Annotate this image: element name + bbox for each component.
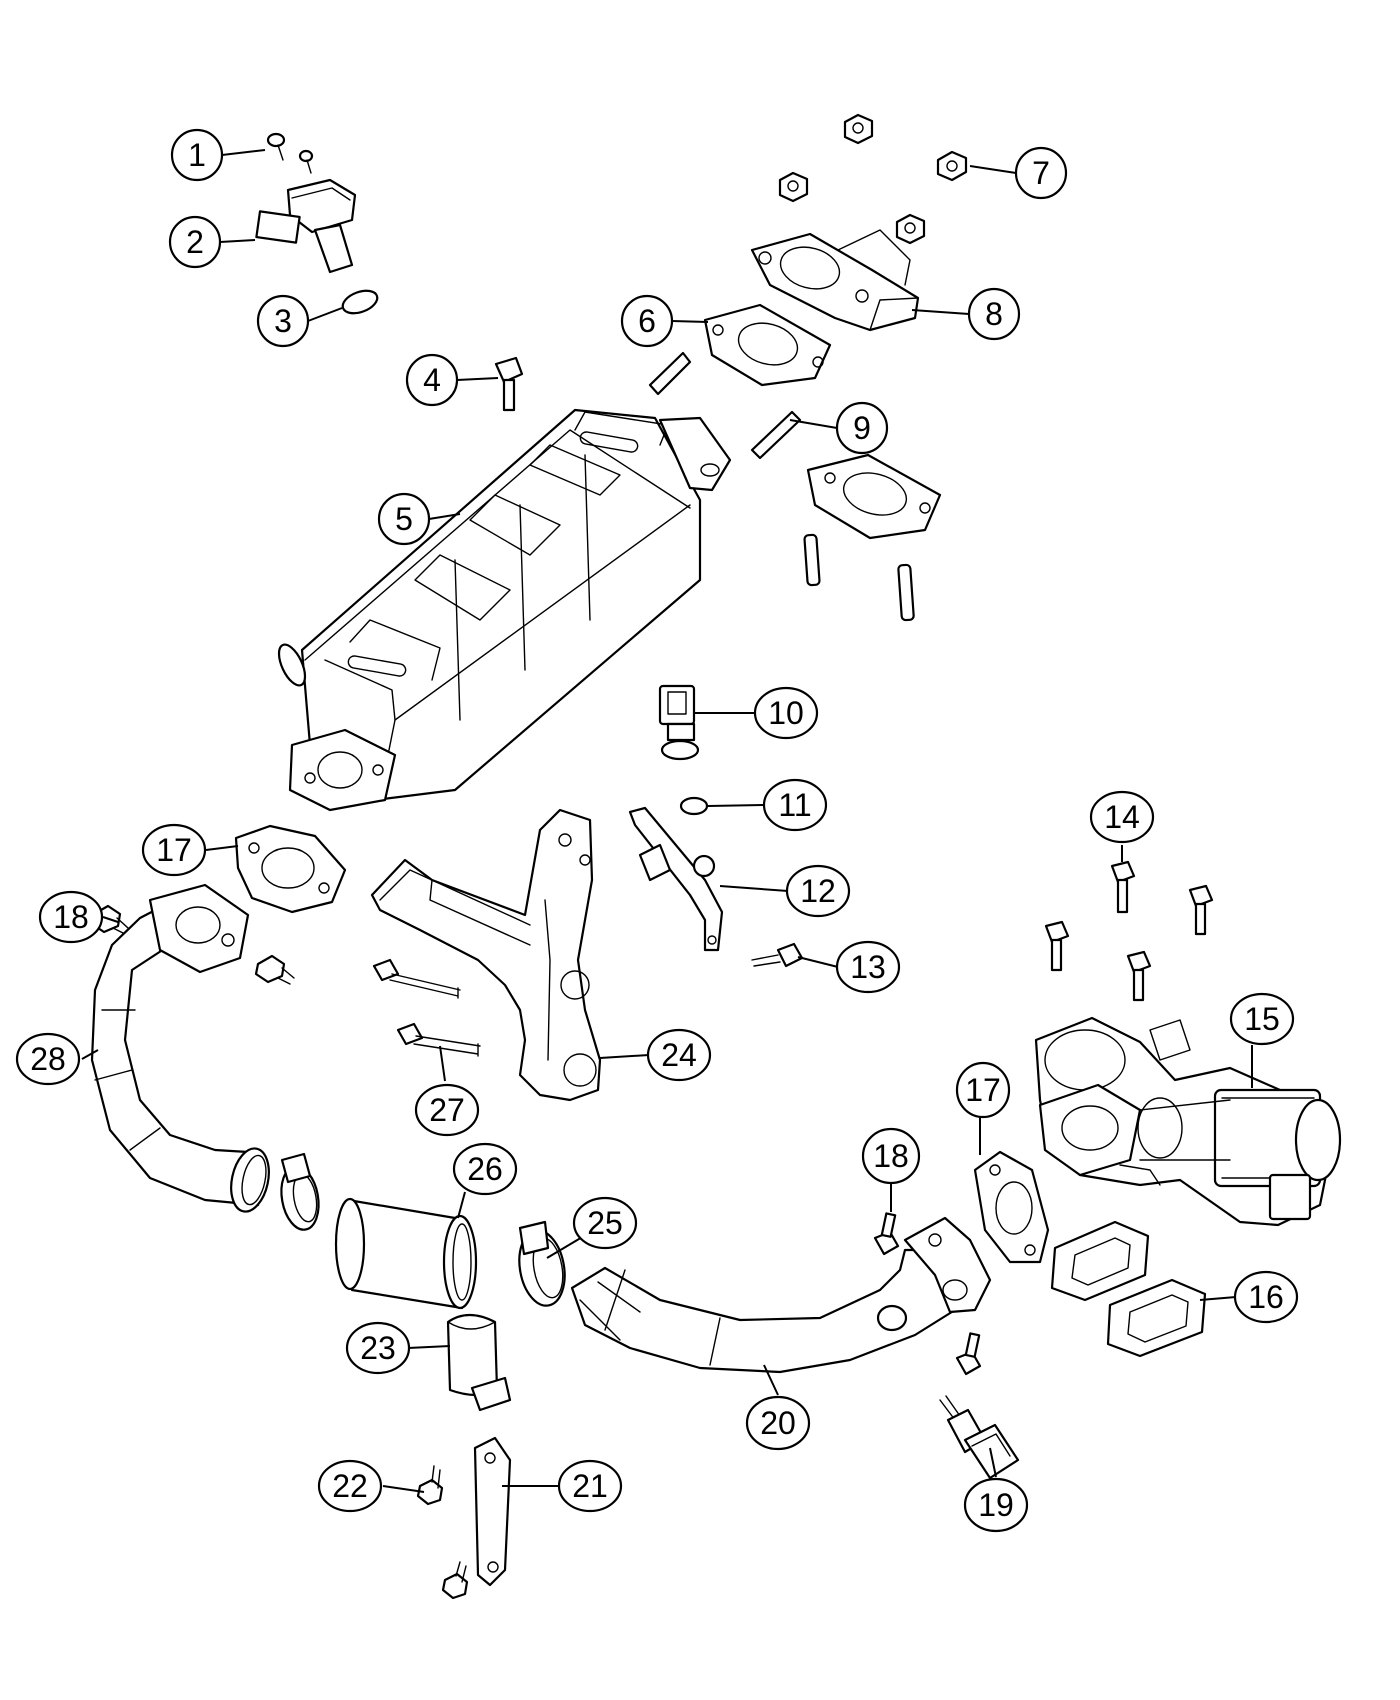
part-12-bracket (628, 806, 724, 952)
svg-text:15: 15 (1244, 1001, 1280, 1037)
svg-text:17: 17 (965, 1072, 1001, 1108)
svg-text:27: 27 (429, 1092, 465, 1128)
callout-1: 1 (170, 128, 224, 182)
svg-text:3: 3 (274, 303, 292, 339)
svg-text:11: 11 (778, 787, 811, 823)
callout-3: 3 (256, 294, 310, 348)
part-8-flange (750, 229, 920, 332)
callout-10: 10 (753, 686, 819, 740)
part-28-elbow-pipe (90, 883, 270, 1213)
callout-15: 15 (1229, 992, 1295, 1046)
callout-12: 12 (785, 864, 851, 918)
svg-text:19: 19 (978, 1487, 1014, 1523)
part-7-nuts (778, 113, 968, 245)
callout-6: 6 (620, 294, 674, 348)
part-9-dowels (648, 351, 942, 622)
callout-17-lower: 17 (955, 1061, 1011, 1119)
svg-text:26: 26 (467, 1151, 503, 1187)
callout-19: 19 (963, 1477, 1029, 1533)
svg-text:7: 7 (1032, 155, 1050, 191)
part-15-egr-valve (1034, 1016, 1342, 1227)
part-4-bolt (494, 356, 524, 412)
callout-28: 28 (15, 1032, 81, 1086)
part-22-bolts (416, 1465, 469, 1600)
part-17-gasket-lower (973, 1150, 1050, 1264)
callout-7: 7 (1014, 146, 1068, 200)
callout-8: 8 (967, 287, 1021, 341)
callout-16: 16 (1233, 1270, 1299, 1324)
svg-text:20: 20 (760, 1405, 796, 1441)
svg-text:22: 22 (332, 1468, 368, 1504)
svg-text:17: 17 (156, 832, 192, 868)
part-13-bolt (751, 942, 804, 968)
svg-text:10: 10 (768, 695, 804, 731)
svg-text:9: 9 (853, 410, 871, 446)
callout-17-upper: 17 (141, 823, 207, 877)
callout-25: 25 (572, 1196, 638, 1250)
callout-5: 5 (377, 492, 431, 546)
callout-9: 9 (835, 401, 889, 455)
callout-21: 21 (557, 1459, 623, 1513)
svg-text:24: 24 (661, 1037, 697, 1073)
svg-text:25: 25 (587, 1205, 623, 1241)
part-23-clamp (446, 1313, 512, 1412)
part-24-bracket (370, 808, 602, 1102)
svg-text:18: 18 (873, 1138, 909, 1174)
svg-text:5: 5 (395, 501, 413, 537)
part-2-sensor (255, 178, 357, 274)
svg-text:21: 21 (572, 1468, 608, 1504)
callout-24: 24 (646, 1028, 712, 1082)
part-6-gasket (703, 303, 832, 387)
callout-22: 22 (317, 1459, 383, 1513)
svg-text:2: 2 (186, 224, 204, 260)
svg-text:13: 13 (850, 949, 886, 985)
part-27-long-bolts (372, 958, 481, 1057)
part-18-bolts-lower (873, 1212, 982, 1376)
callout-26: 26 (452, 1142, 518, 1196)
part-20-egr-tube (570, 1216, 992, 1374)
svg-text:12: 12 (800, 873, 836, 909)
part-14-bolts (1044, 860, 1214, 1002)
part-21-strap (473, 1436, 512, 1587)
part-hose-clamp-upper (280, 1152, 320, 1231)
svg-text:8: 8 (985, 296, 1003, 332)
svg-text:6: 6 (638, 303, 656, 339)
part-10-pressure-sensor (658, 684, 700, 761)
callout-23: 23 (345, 1321, 411, 1375)
svg-text:4: 4 (423, 362, 441, 398)
part-1-screws (266, 132, 314, 174)
part-26-coupling-hose (334, 1197, 478, 1310)
part-11-o-ring (679, 796, 709, 816)
callout-2: 2 (168, 215, 222, 269)
part-16-gaskets (1050, 1220, 1207, 1358)
svg-text:1: 1 (188, 137, 206, 173)
callout-13: 13 (835, 940, 901, 994)
svg-text:28: 28 (30, 1041, 66, 1077)
part-3-o-ring (341, 289, 379, 315)
callout-18-lower: 18 (861, 1127, 921, 1185)
part-19-temp-sensor (939, 1395, 1020, 1480)
svg-text:18: 18 (53, 899, 89, 935)
svg-text:14: 14 (1104, 799, 1140, 835)
part-5-egr-cooler (277, 408, 732, 812)
callout-27: 27 (414, 1083, 480, 1137)
leader-lines (81, 149, 1253, 1493)
callout-18-upper: 18 (38, 890, 104, 944)
svg-text:16: 16 (1248, 1279, 1284, 1315)
part-25-hose-clamp (518, 1220, 566, 1307)
callout-11: 11 (762, 778, 828, 832)
callout-4: 4 (405, 353, 459, 407)
part-17-gasket-upper (234, 824, 347, 914)
callout-20: 20 (745, 1395, 811, 1451)
svg-text:23: 23 (360, 1330, 396, 1366)
callout-14: 14 (1089, 790, 1155, 844)
